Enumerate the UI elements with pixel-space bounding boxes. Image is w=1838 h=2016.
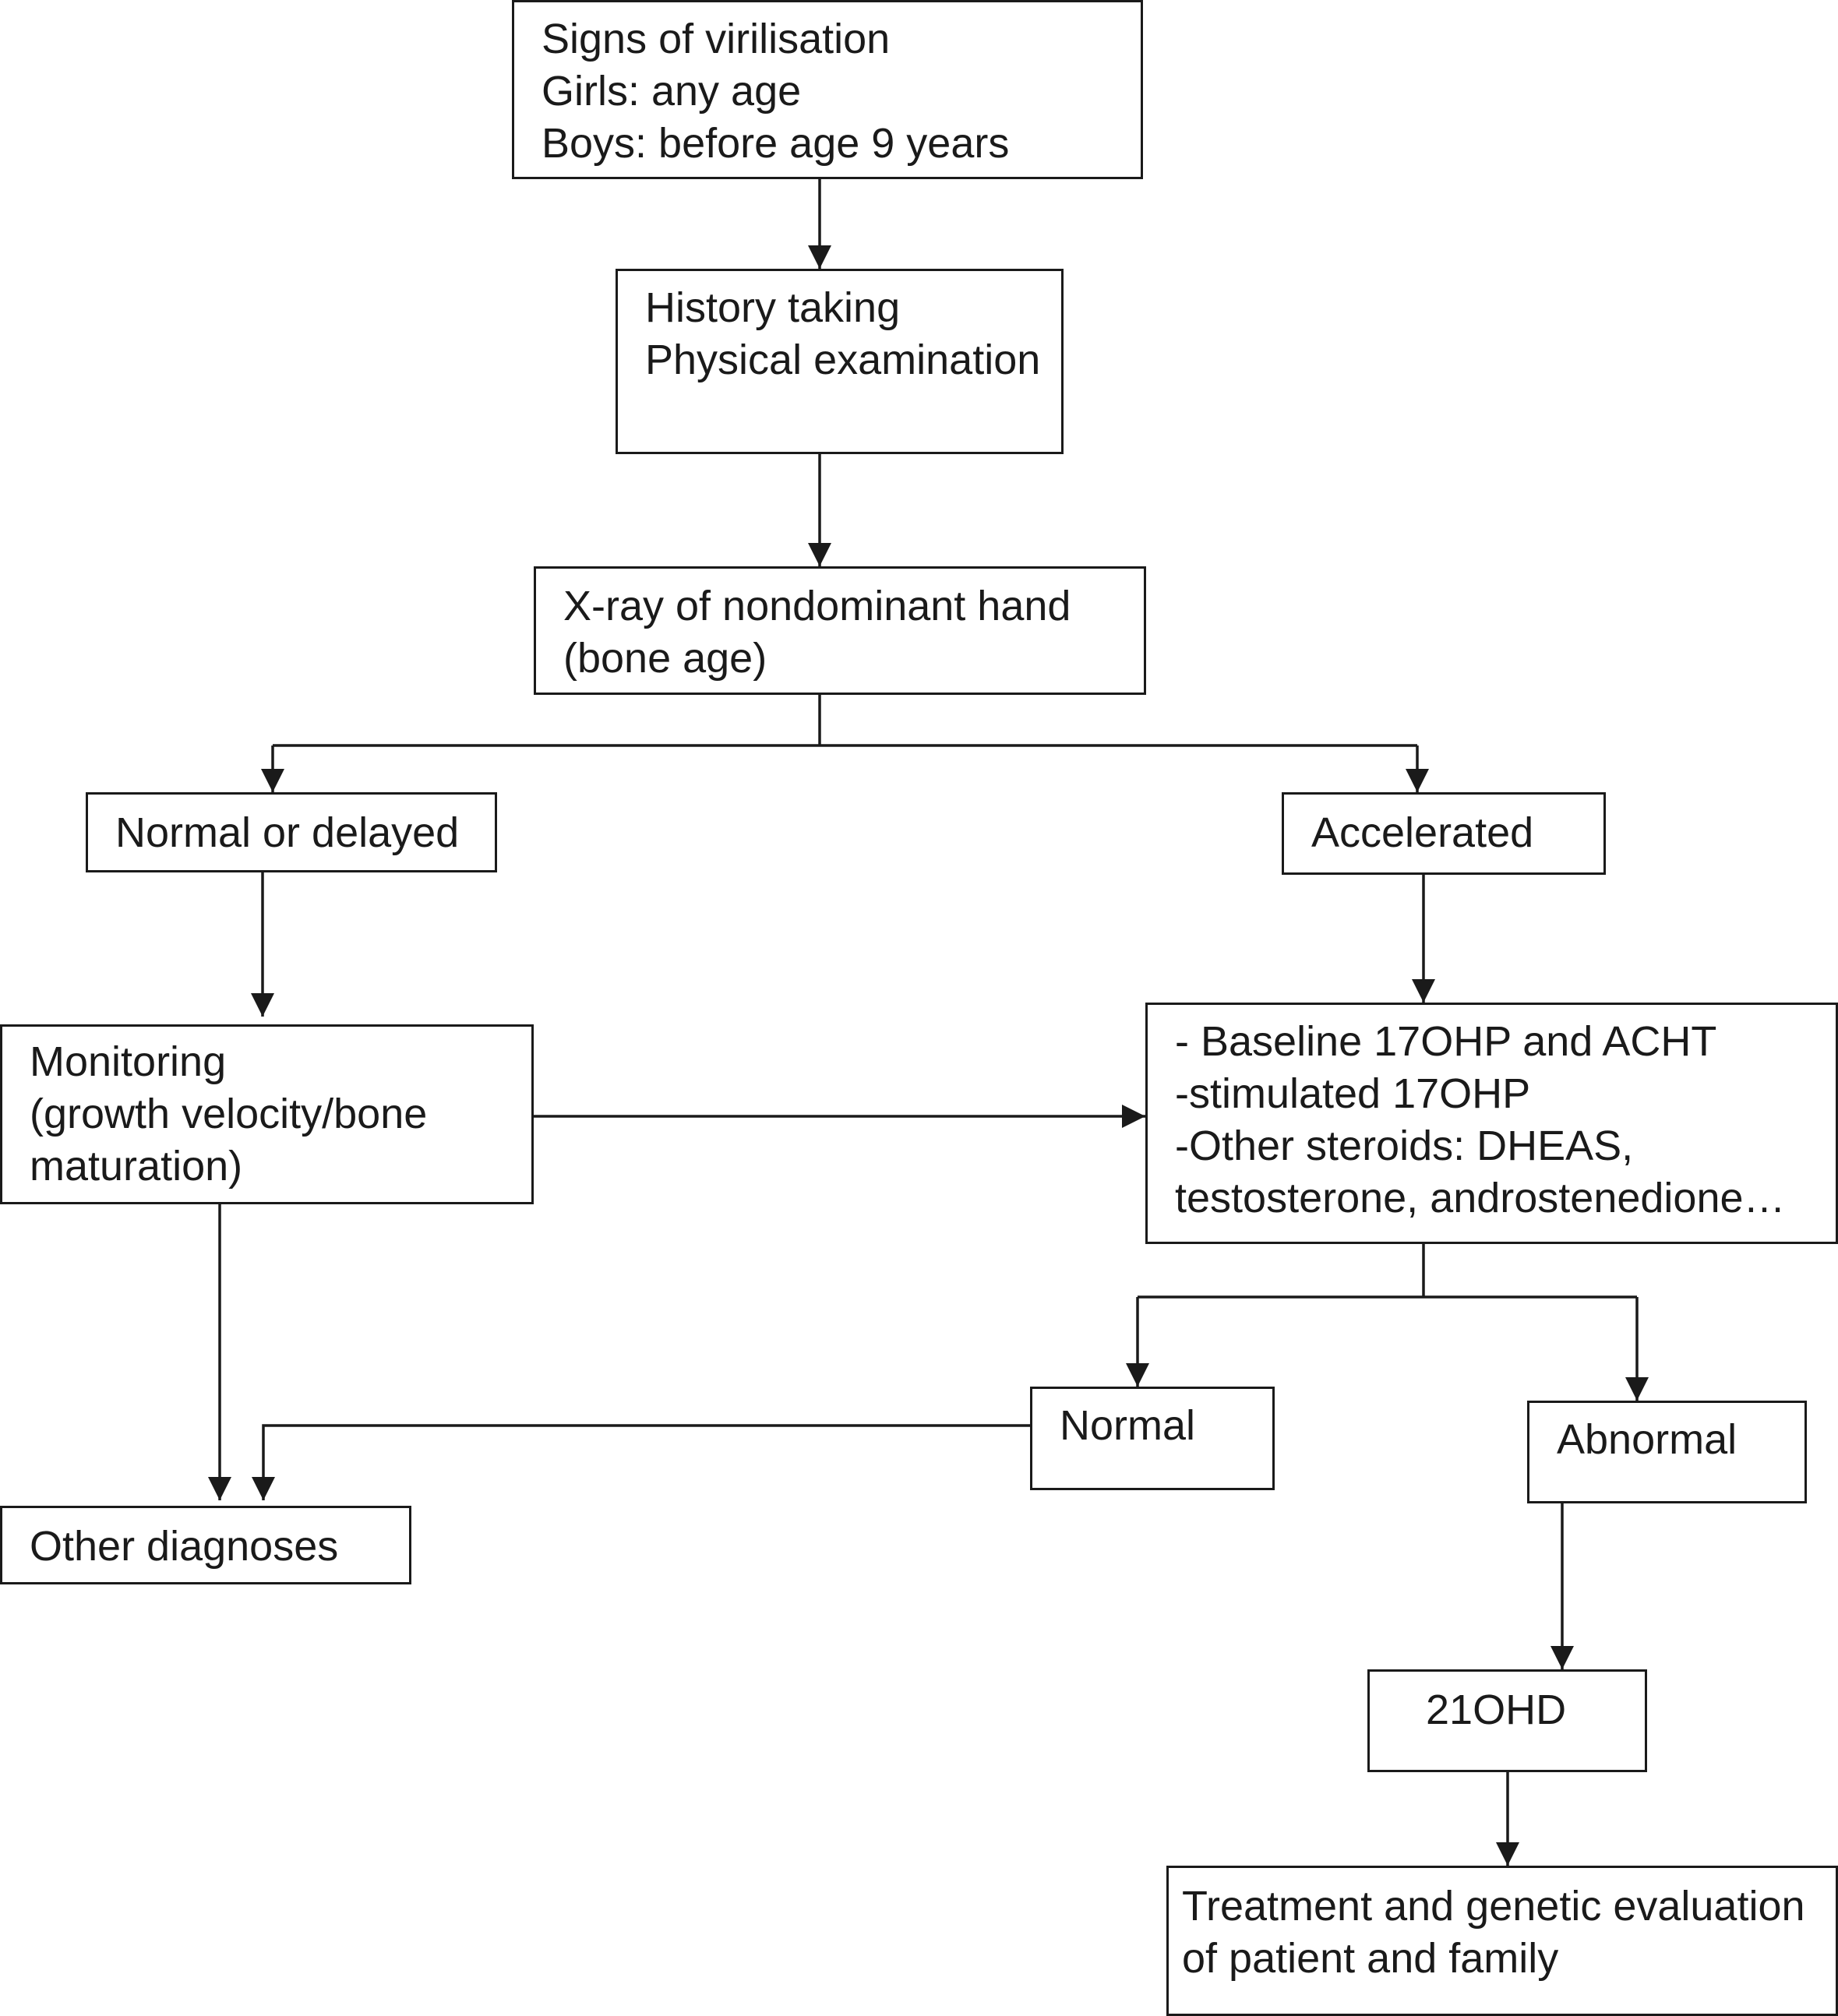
node-treatment-line-2: of patient and family — [1182, 1935, 1559, 1982]
node-accelerated: Accelerated — [1282, 792, 1606, 875]
node-normal: Normal — [1030, 1387, 1275, 1490]
node-xray-line-1: X-ray of nondominant hand — [563, 583, 1071, 629]
node-normal-delayed: Normal or delayed — [86, 792, 497, 872]
arrowhead-ohd — [1550, 1646, 1574, 1669]
node-xray-line-2: (bone age) — [563, 635, 767, 682]
arrowhead-tests-left — [1122, 1105, 1145, 1128]
node-start-line-1: Signs of virilisation — [542, 16, 891, 62]
arrowhead-monitoring — [251, 993, 274, 1017]
node-tests: - Baseline 17OHP and ACHT -stimulated 17… — [1145, 1003, 1838, 1244]
node-start: Signs of virilisation Girls: any age Boy… — [512, 0, 1143, 179]
node-other-diagnoses-label: Other diagnoses — [30, 1523, 339, 1570]
arrowhead-history — [808, 245, 831, 269]
node-treatment: Treatment and genetic evaluation of pati… — [1166, 1866, 1838, 2016]
arrowhead-treatment — [1496, 1842, 1519, 1866]
node-21ohd: 21OHD — [1367, 1669, 1647, 1772]
arrowhead-normal — [1126, 1363, 1149, 1387]
node-tests-line-1: - Baseline 17OHP and ACHT — [1175, 1018, 1717, 1065]
arrowhead-tests-top — [1412, 979, 1435, 1003]
arrowhead-normal-delayed — [261, 769, 284, 792]
node-monitoring-line-1: Monitoring — [30, 1038, 227, 1085]
arrowhead-abnormal — [1625, 1377, 1649, 1401]
node-history-line-2: Physical examination — [645, 337, 1041, 383]
node-other-diagnoses: Other diagnoses — [0, 1506, 411, 1584]
node-history: History taking Physical examination — [616, 269, 1064, 454]
node-normal-label: Normal — [1060, 1402, 1196, 1449]
node-tests-line-3: -Other steroids: DHEAS, — [1175, 1123, 1634, 1169]
node-monitoring: Monitoring (growth velocity/bone maturat… — [0, 1024, 534, 1204]
arrowhead-other-1 — [208, 1477, 231, 1500]
node-treatment-line-1: Treatment and genetic evaluation — [1182, 1883, 1805, 1930]
node-tests-line-4: testosterone, androstenedione… — [1175, 1175, 1786, 1221]
node-tests-line-2: -stimulated 17OHP — [1175, 1070, 1531, 1117]
node-xray: X-ray of nondominant hand (bone age) — [534, 566, 1146, 695]
node-21ohd-label: 21OHD — [1426, 1686, 1567, 1733]
edge-normal-other — [262, 1424, 1030, 1500]
arrowhead-xray — [808, 543, 831, 566]
node-start-line-3: Boys: before age 9 years — [542, 120, 1010, 167]
node-abnormal: Abnormal — [1527, 1401, 1807, 1503]
node-monitoring-line-3: maturation) — [30, 1143, 243, 1190]
node-start-line-2: Girls: any age — [542, 68, 802, 115]
node-history-line-1: History taking — [645, 284, 901, 331]
arrowhead-accelerated — [1406, 769, 1429, 792]
arrowhead-other-2 — [252, 1477, 275, 1500]
node-abnormal-label: Abnormal — [1557, 1416, 1737, 1463]
node-monitoring-line-2: (growth velocity/bone — [30, 1091, 428, 1137]
node-normal-delayed-label: Normal or delayed — [115, 809, 460, 856]
edge-tests-split — [1136, 1244, 1639, 1401]
node-accelerated-label: Accelerated — [1311, 809, 1534, 856]
edge-xray-split — [271, 695, 1419, 792]
